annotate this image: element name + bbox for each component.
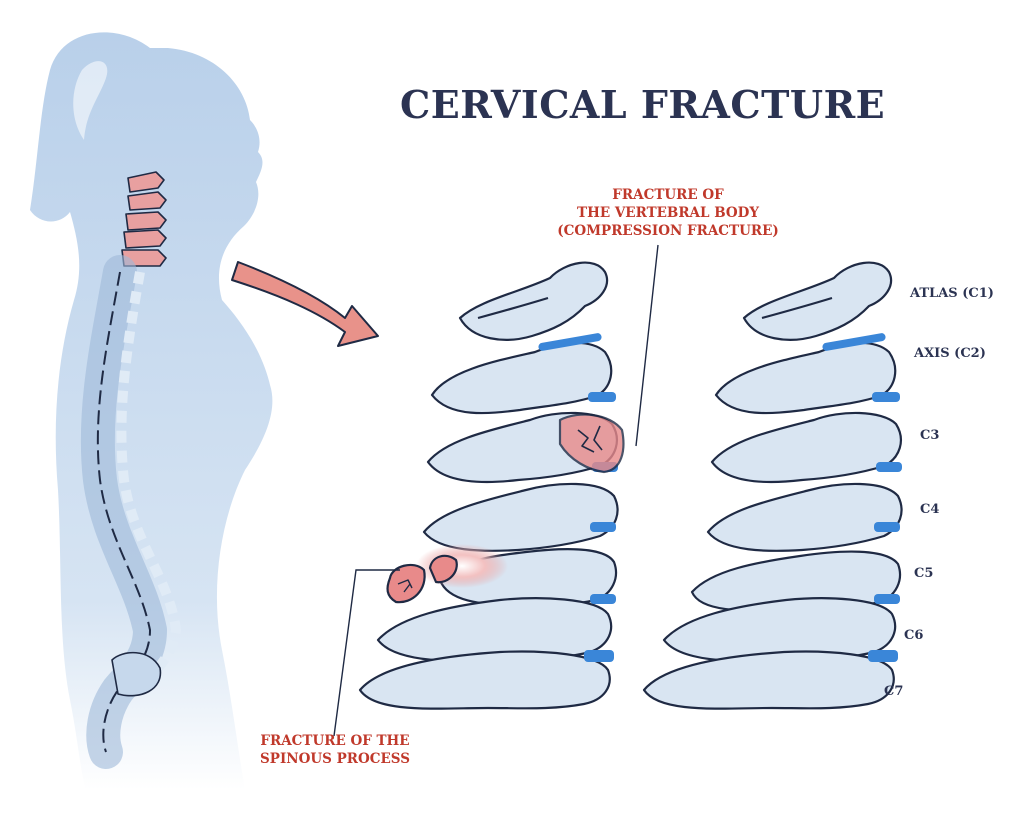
c7-left xyxy=(358,650,611,710)
spine-silhouette xyxy=(80,171,181,769)
fractured-cervical-spine xyxy=(358,261,625,710)
callout-vertebral-body: FRACTURE OF THE VERTEBRAL BODY (COMPRESS… xyxy=(548,186,788,240)
c3-right xyxy=(710,411,902,484)
callout-vertebral-body-line-1: FRACTURE OF xyxy=(612,187,724,203)
spinous-process-break xyxy=(428,554,458,584)
label-c7: C7 xyxy=(884,684,904,699)
label-c6: C6 xyxy=(904,628,924,643)
callout-spinous-process-line-2: SPINOUS PROCESS xyxy=(260,751,410,767)
cervical-spine-highlight xyxy=(121,171,167,267)
label-c3: C3 xyxy=(920,428,940,443)
curved-arrow-icon xyxy=(231,261,379,347)
label-c5: C5 xyxy=(914,566,934,581)
axis-c2-left xyxy=(430,341,613,415)
axis-c2-right xyxy=(714,341,897,415)
callout-vertebral-body-line-3: (COMPRESSION FRACTURE) xyxy=(557,223,779,239)
c4-right xyxy=(706,482,903,552)
label-atlas-c1: ATLAS (C1) xyxy=(910,286,994,301)
page-title: CERVICAL FRACTURE xyxy=(400,82,886,127)
intervertebral-discs-right xyxy=(822,333,902,662)
label-c4: C4 xyxy=(920,502,940,517)
callout-vertebral-body-line-2: THE VERTEBRAL BODY xyxy=(577,205,759,221)
leader-lines xyxy=(333,244,659,737)
compression-fracture-injury xyxy=(558,413,625,474)
callout-spinous-process-line-1: FRACTURE OF THE xyxy=(260,733,410,749)
leader-spinous-process xyxy=(333,569,400,737)
c7-right xyxy=(642,650,895,710)
spinous-fragment xyxy=(386,563,426,604)
healthy-cervical-spine xyxy=(642,261,903,710)
callout-spinous-process: FRACTURE OF THE SPINOUS PROCESS xyxy=(250,732,420,768)
woman-silhouette xyxy=(30,32,273,790)
label-axis-c2: AXIS (C2) xyxy=(914,346,986,361)
c4-left xyxy=(422,482,619,552)
leader-vertebral-body xyxy=(635,244,659,447)
